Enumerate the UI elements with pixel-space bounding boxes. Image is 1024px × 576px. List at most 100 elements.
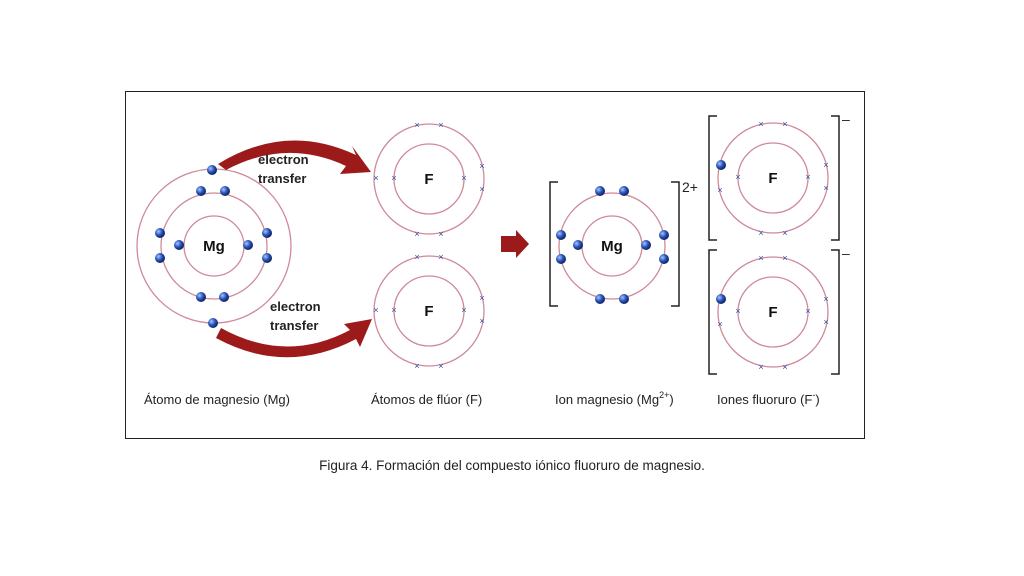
electron [659, 254, 669, 264]
electron-cross: × [823, 317, 828, 327]
electron-cross: × [758, 362, 763, 372]
mg-orbit-middle [160, 192, 268, 300]
electron-cross: × [479, 293, 484, 303]
electron [262, 228, 272, 238]
electron-cross: × [782, 119, 787, 129]
electron [619, 186, 629, 196]
electron [196, 186, 206, 196]
f-ion-charge: – [842, 245, 850, 261]
f-atom-symbol: F [424, 171, 433, 188]
electron-cross: × [414, 229, 419, 239]
electron-cross: × [717, 185, 722, 195]
f-ion-orbit-outer [717, 122, 829, 234]
electron [243, 240, 253, 250]
electron-cross: × [479, 161, 484, 171]
f-ion-top: – F × × × × × × × × × [708, 111, 850, 241]
electron-cross: × [438, 229, 443, 239]
electron-cross: × [717, 319, 722, 329]
f-ion-bracket-left [708, 249, 717, 375]
electron [595, 186, 605, 196]
electron-cross: × [438, 252, 443, 262]
electron [556, 230, 566, 240]
f-atom-symbol: F [424, 303, 433, 320]
electron [556, 254, 566, 264]
label-mg-atom: Átomo de magnesio (Mg) [144, 392, 290, 407]
electron [208, 318, 218, 328]
label-mg-ion: Ion magnesio (Mg2+) [555, 390, 674, 407]
mg-ion-bracket-left [549, 181, 558, 307]
f-ion-bracket-left [708, 115, 717, 241]
mg-ion-electrons [556, 186, 669, 304]
electron-cross: × [479, 184, 484, 194]
transferred-electron [716, 294, 726, 304]
f-orbit-outer [373, 123, 485, 235]
electron [155, 253, 165, 263]
f-ion-bracket-right [831, 115, 840, 241]
f-atom-top: F × × × × × × × × × [373, 120, 485, 239]
f-ion-orbit-inner [737, 142, 809, 214]
f-ion-charge: – [842, 111, 850, 127]
electron [220, 186, 230, 196]
mg-ion-symbol: Mg [601, 238, 623, 255]
transfer-label-bottom-line2: transfer [270, 318, 318, 333]
transferred-electron [716, 160, 726, 170]
f-electrons: × × × × × × × × × [373, 120, 484, 239]
transfer-label-bottom-line1: electron [270, 299, 321, 314]
f-ion-orbit-outer [717, 256, 829, 368]
electron-cross: × [823, 160, 828, 170]
electron-cross: × [438, 361, 443, 371]
f-ion-symbol: F [768, 304, 777, 321]
f-ion-bottom: – F × × × × × × × × × [708, 245, 850, 375]
reaction-arrow [501, 230, 529, 258]
f-orbit-inner [393, 143, 465, 215]
mg-atom-electrons [155, 165, 272, 328]
electron-cross: × [373, 173, 378, 183]
electron [595, 294, 605, 304]
transfer-arrow-top [218, 140, 371, 174]
electron-cross: × [414, 252, 419, 262]
electron-cross: × [461, 173, 466, 183]
electron-cross: × [735, 172, 740, 182]
mg-ion: 2+ Mg [549, 179, 698, 307]
electron-cross: × [758, 253, 763, 263]
electron-cross: × [782, 253, 787, 263]
mg-atom-symbol: Mg [203, 238, 225, 255]
transfer-label-top-line1: electron [258, 152, 309, 167]
electron-cross: × [735, 306, 740, 316]
electron [155, 228, 165, 238]
electron [262, 253, 272, 263]
electron-cross: × [373, 305, 378, 315]
electron-cross: × [823, 294, 828, 304]
transfer-label-top-line2: transfer [258, 171, 306, 186]
electron-cross: × [805, 306, 810, 316]
mg-atom: Mg [136, 165, 292, 328]
label-f-atoms: Átomos de flúor (F) [371, 392, 482, 407]
f-orbit-outer [373, 255, 485, 367]
f-ion-symbol: F [768, 170, 777, 187]
electron-cross: × [391, 173, 396, 183]
electron [619, 294, 629, 304]
electron-cross: × [479, 316, 484, 326]
electron [659, 230, 669, 240]
label-f-ions: Iones fluoruro (F-) [717, 390, 820, 407]
f-ion-bracket-right [831, 249, 840, 375]
f-atom-bottom: F × × × × × × × × × [373, 252, 485, 371]
electron [219, 292, 229, 302]
f-electrons: × × × × × × × × × [373, 252, 484, 371]
electron-cross: × [805, 172, 810, 182]
f-ion-electrons: × × × × × × × × × [717, 119, 828, 238]
electron-cross: × [391, 305, 396, 315]
f-ion-orbit-inner [737, 276, 809, 348]
electron [641, 240, 651, 250]
mg-ion-bracket-right [671, 181, 680, 307]
f-ion-electrons: × × × × × × × × × [717, 253, 828, 372]
electron-cross: × [758, 119, 763, 129]
mg-ion-charge: 2+ [682, 179, 698, 195]
mg-ion-orbit-outer [558, 192, 666, 300]
electron-cross: × [438, 120, 443, 130]
transfer-arrow-bottom [216, 319, 372, 358]
electron-cross: × [461, 305, 466, 315]
electron [573, 240, 583, 250]
electron-cross: × [782, 362, 787, 372]
electron [196, 292, 206, 302]
